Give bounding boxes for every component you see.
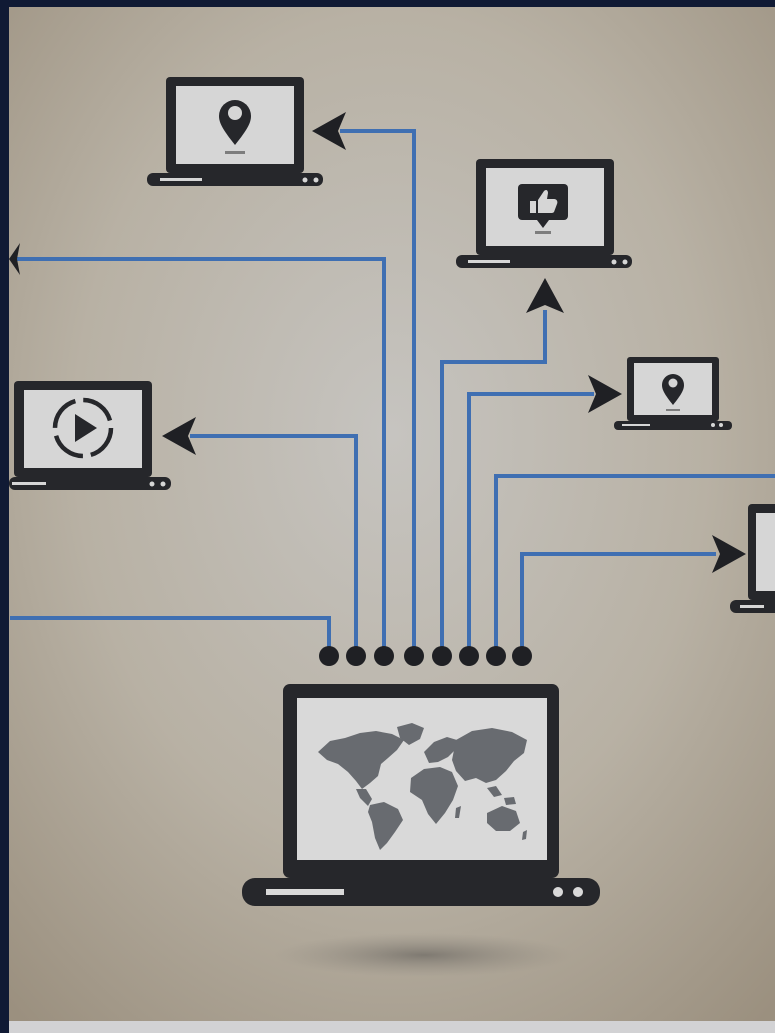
thumbs-up-icon	[518, 184, 568, 234]
world-map-icon	[318, 723, 527, 850]
line-thumbs-up	[440, 310, 547, 650]
laptop-world-map-hub	[242, 684, 600, 906]
line-left-edge	[10, 616, 331, 650]
bottom-strip	[9, 1021, 775, 1033]
laptop-thumbs-up	[456, 159, 632, 268]
line-map-pin-small	[467, 392, 594, 650]
connection-lines	[10, 129, 775, 650]
line-cropped-laptop	[520, 552, 716, 650]
arrow-video-laptop	[162, 417, 196, 455]
line-map-pin-top	[340, 129, 416, 650]
play-icon	[52, 397, 114, 459]
line-left-top	[12, 257, 386, 650]
laptop-video-play	[9, 381, 171, 490]
laptop-map-pin-small	[614, 357, 732, 430]
arrow-map-pin-small	[588, 375, 622, 413]
arrow-cropped-laptop	[712, 535, 746, 573]
arrowheads	[9, 112, 746, 573]
line-video-laptop	[190, 434, 358, 650]
arrow-map-pin-top	[312, 112, 346, 150]
map-pin-icon	[662, 374, 684, 411]
arrow-thumbs-up	[526, 278, 564, 313]
arrow-left-top	[9, 243, 20, 275]
line-right-edge	[494, 474, 775, 650]
map-pin-icon	[219, 100, 251, 154]
connector-dots	[319, 646, 532, 666]
laptop-map-pin-top	[147, 77, 323, 186]
laptop-shadow	[274, 933, 574, 977]
laptop-cropped-right	[730, 504, 775, 613]
